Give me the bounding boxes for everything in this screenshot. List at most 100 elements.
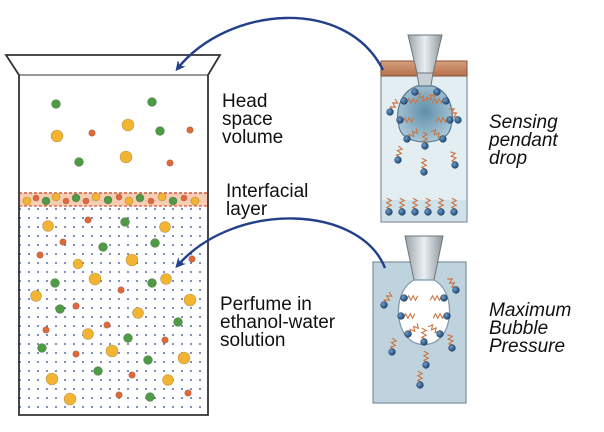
particle-green — [173, 317, 183, 327]
particle-orange — [128, 371, 136, 379]
particle-orange — [36, 251, 44, 259]
surfactant-molecule — [426, 88, 441, 103]
particle-yellow — [160, 273, 172, 285]
particle-green — [145, 392, 155, 402]
particle-yellow — [121, 118, 135, 132]
particle-yellow — [124, 196, 134, 206]
surfactant-molecule — [403, 128, 418, 143]
bubble-pressure-label-line: Bubble — [489, 318, 549, 339]
particle-orange — [166, 159, 174, 167]
curved-arrow-icon — [175, 217, 387, 269]
surfactant-molecule — [450, 197, 458, 216]
particle-orange — [59, 238, 67, 246]
beaker-icon — [4, 54, 222, 416]
surfactant-molecule — [435, 116, 454, 124]
particle-green — [143, 355, 153, 365]
pendant-drop-label-line: Sensing — [489, 112, 558, 133]
surfactant-molecule — [388, 337, 398, 356]
surfactant-molecule — [447, 334, 456, 352]
particle-orange — [184, 389, 192, 397]
pendant-drop-label: Sensing pendant drop — [489, 112, 558, 169]
surfactant-molecule — [398, 197, 406, 216]
perfume-label: Perfume in ethanol-water solution — [220, 294, 336, 351]
particle-orange — [72, 302, 80, 310]
bubble-pressure-apparatus-icon — [372, 235, 467, 404]
surfactant-molecule — [397, 312, 416, 320]
particle-orange — [82, 197, 90, 205]
particle-yellow — [91, 192, 101, 202]
perfume-label-line: Perfume in — [220, 294, 312, 315]
particle-yellow — [125, 253, 139, 267]
bubble-pressure-label-line: Maximum — [489, 300, 572, 321]
particle-orange — [117, 286, 125, 294]
particle-yellow — [30, 290, 42, 302]
surfactant-molecule — [416, 370, 424, 389]
headspace-label-line: Head — [222, 91, 268, 112]
particle-yellow — [105, 344, 119, 358]
curved-arrow-icon — [175, 16, 385, 72]
surfactant-molecule — [429, 294, 448, 302]
particle-green — [71, 193, 81, 203]
surfactant-molecule — [447, 278, 460, 294]
particle-yellow — [50, 129, 64, 143]
particle-orange — [84, 216, 92, 224]
particle-green — [37, 343, 47, 353]
pendant-drop-label-line: drop — [489, 148, 528, 169]
bubble-pressure-label: Maximum Bubble Pressure — [489, 300, 572, 357]
surfactant-molecule — [421, 131, 429, 150]
surfactant-molecule — [394, 145, 404, 164]
surfactant-molecule — [427, 323, 444, 338]
particle-green — [147, 278, 157, 288]
particle-green — [74, 157, 84, 167]
particle-yellow — [190, 196, 200, 206]
interfacial-label: Interfacial layer — [226, 181, 309, 220]
particle-green — [150, 238, 160, 248]
pendant-drop-apparatus-icon — [380, 34, 468, 223]
particle-yellow — [162, 374, 174, 386]
interfacial-label-line: layer — [226, 199, 268, 220]
particle-orange — [188, 255, 196, 263]
surfactant-molecule — [380, 291, 393, 309]
pendant-molecules — [385, 88, 462, 216]
particle-yellow — [159, 221, 171, 233]
bubble-pressure-label-line: Pressure — [489, 336, 566, 357]
pendant-drop-label-line: pendant — [489, 130, 558, 151]
bubble-molecules — [380, 278, 460, 389]
beaker-particles — [22, 97, 200, 406]
particle-yellow — [183, 293, 197, 307]
particle-yellow — [72, 258, 84, 270]
perfume-label-line: ethanol-water — [220, 312, 336, 333]
particle-orange — [147, 197, 155, 205]
pendant-nozzle-tip — [416, 72, 434, 87]
headspace-label-line: space — [222, 109, 273, 130]
surfactant-molecule — [431, 97, 450, 105]
interfacial-label-line: Interfacial — [226, 181, 309, 202]
particle-green — [123, 333, 133, 343]
particle-yellow — [82, 328, 94, 340]
perfume-label-line: solution — [220, 330, 286, 351]
particle-green — [41, 196, 51, 206]
particle-green — [50, 278, 60, 288]
surfactant-molecule — [420, 327, 428, 346]
surfactant-molecule — [411, 197, 419, 216]
particle-yellow — [157, 192, 167, 202]
particle-orange — [115, 391, 123, 399]
particle-yellow — [88, 272, 102, 286]
particle-yellow — [42, 220, 54, 232]
particle-yellow — [119, 150, 133, 164]
particle-orange — [186, 126, 194, 134]
particle-green — [98, 242, 108, 252]
particle-orange — [180, 194, 188, 202]
surfactant-molecule — [449, 108, 462, 124]
surfactant-molecule — [424, 197, 432, 216]
particle-orange — [32, 194, 40, 202]
surfactant-molecule — [400, 97, 419, 105]
surfactant-molecule — [386, 98, 399, 116]
particle-green — [103, 195, 113, 205]
particle-orange — [88, 129, 96, 137]
particle-yellow — [63, 392, 77, 406]
surfactant-molecule — [404, 323, 419, 338]
surfactant-molecule — [432, 312, 451, 320]
headspace-label-line: volume — [222, 127, 284, 148]
particle-yellow — [22, 196, 32, 206]
